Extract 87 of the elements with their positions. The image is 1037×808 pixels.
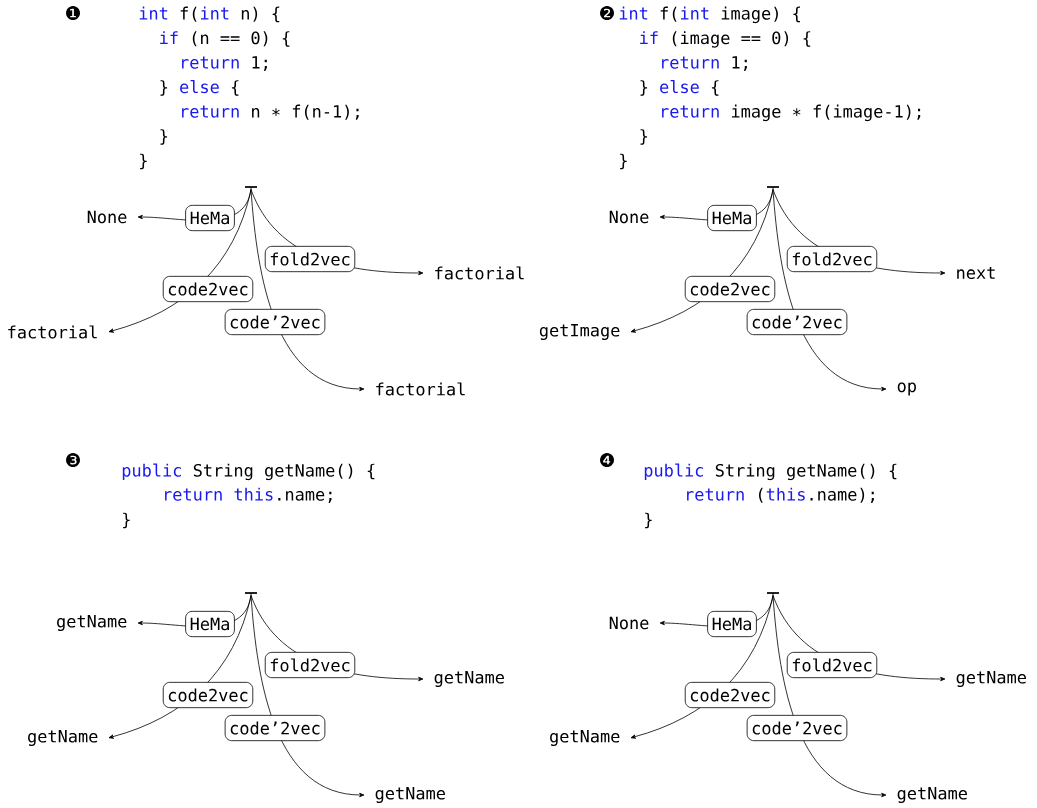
code-text: } bbox=[160, 80, 168, 96]
code-text: .name); bbox=[810, 487, 874, 503]
code-text: f( bbox=[180, 6, 197, 22]
code-text: } bbox=[640, 129, 648, 145]
edge-label: code’2vec bbox=[224, 714, 326, 742]
code-text: (image == 0) { bbox=[672, 31, 811, 48]
arrow bbox=[772, 189, 887, 392]
code-text: int bbox=[139, 6, 168, 20]
code-text: if bbox=[640, 31, 658, 44]
code-text: f( bbox=[660, 6, 677, 22]
code-text: return bbox=[687, 488, 744, 501]
code-text: } bbox=[640, 80, 648, 96]
code-text: } bbox=[123, 512, 130, 529]
edge-label: code’2vec bbox=[224, 308, 326, 336]
root-bar bbox=[244, 186, 258, 191]
output-text: factorial bbox=[376, 382, 465, 396]
code-text: } bbox=[160, 129, 168, 145]
step-number: ❷ bbox=[600, 6, 614, 20]
arrow bbox=[772, 595, 887, 798]
code-text: else bbox=[180, 80, 219, 94]
code-text: public bbox=[122, 463, 181, 481]
edge-label: HeMa bbox=[185, 610, 235, 638]
code-text: image ∗ f(image-1); bbox=[731, 104, 921, 122]
code-text: n ∗ f(n-1); bbox=[252, 104, 359, 120]
edge-label: fold2vec bbox=[264, 245, 356, 273]
output-text: factorial bbox=[435, 266, 524, 280]
output-text: getName bbox=[897, 787, 967, 803]
code-text: { bbox=[711, 80, 719, 96]
output-text: getImage bbox=[539, 324, 620, 340]
edge-label: HeMa bbox=[185, 204, 235, 232]
code-text: } bbox=[620, 153, 627, 170]
arrow bbox=[250, 189, 365, 392]
edge-label: code’2vec bbox=[746, 714, 848, 742]
edge-label: code2vec bbox=[162, 275, 254, 303]
code-text: 1; bbox=[732, 56, 747, 71]
root-bar bbox=[766, 592, 780, 597]
edge-label: fold2vec bbox=[786, 651, 878, 679]
code-text: return bbox=[662, 105, 719, 118]
code-text: (n == 0) { bbox=[192, 31, 290, 47]
code-text: public bbox=[644, 463, 703, 481]
code-text: return bbox=[182, 105, 239, 118]
edge-label: fold2vec bbox=[264, 651, 356, 679]
edge-label: code2vec bbox=[684, 275, 776, 303]
code-text: String getName() { bbox=[715, 463, 897, 481]
code-text: if bbox=[160, 31, 178, 44]
output-text: getName bbox=[550, 730, 620, 746]
root-bar bbox=[244, 592, 258, 597]
code-text: int bbox=[200, 6, 229, 20]
step-number: ❸ bbox=[66, 453, 80, 467]
edge-label: HeMa bbox=[707, 610, 757, 638]
code-text: return bbox=[182, 56, 239, 69]
edge-label: code’2vec bbox=[746, 308, 848, 336]
code-text: return bbox=[662, 56, 719, 69]
output-text: op bbox=[897, 382, 916, 396]
output-text: None bbox=[87, 210, 127, 224]
output-text: next bbox=[957, 266, 995, 280]
output-text: factorial bbox=[8, 325, 97, 339]
arrow bbox=[250, 595, 365, 798]
edge-label: code2vec bbox=[684, 681, 776, 709]
code-text: int bbox=[619, 6, 648, 20]
code-text: 1; bbox=[252, 56, 267, 71]
output-text: getName bbox=[28, 730, 98, 746]
code-text: String getName() { bbox=[193, 463, 375, 481]
output-text: getName bbox=[375, 787, 445, 803]
code-text: this bbox=[766, 487, 805, 501]
code-text: ( bbox=[759, 487, 763, 503]
edge-label: fold2vec bbox=[786, 245, 878, 273]
edge-label: HeMa bbox=[707, 204, 757, 232]
code-text: else bbox=[660, 80, 699, 94]
step-number: ❹ bbox=[600, 453, 614, 467]
code-text: this bbox=[234, 487, 273, 501]
output-text: getName bbox=[956, 671, 1026, 687]
code-text: } bbox=[645, 512, 652, 529]
code-text: .name; bbox=[278, 491, 332, 503]
root-bar bbox=[766, 186, 780, 191]
code-text: int bbox=[680, 6, 709, 20]
output-text: None bbox=[609, 616, 649, 630]
code-text: n) { bbox=[241, 6, 280, 23]
output-text: getName bbox=[434, 671, 504, 687]
output-text: None bbox=[609, 210, 649, 224]
step-number: ❶ bbox=[66, 6, 80, 20]
code-text: return bbox=[165, 488, 222, 501]
code-text: { bbox=[231, 80, 239, 96]
code-text: } bbox=[140, 153, 147, 170]
code-text: image) { bbox=[721, 6, 800, 24]
output-text: getName bbox=[57, 615, 127, 631]
edge-label: code2vec bbox=[162, 681, 254, 709]
